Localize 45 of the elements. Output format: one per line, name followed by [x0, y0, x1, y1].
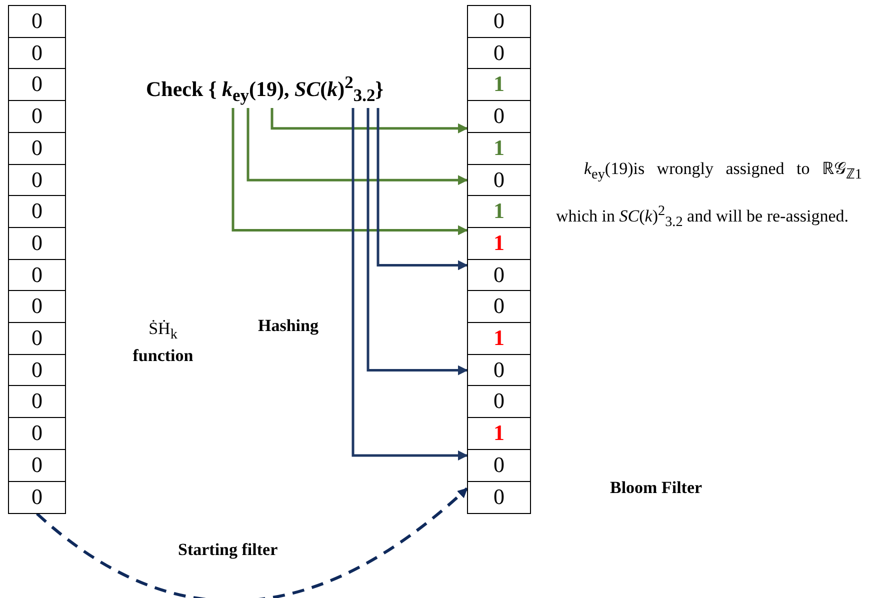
- array-cell: 0: [8, 5, 66, 38]
- array-cell: 1: [467, 322, 531, 356]
- array-cell: 0: [8, 417, 66, 450]
- arrow: [270, 108, 468, 134]
- array-cell: 0: [8, 100, 66, 134]
- array-cell: 0: [8, 448, 66, 482]
- array-cell: 0: [467, 385, 531, 419]
- hashing-label: Hashing: [258, 316, 320, 336]
- array-cell: 0: [467, 290, 531, 324]
- array-cell: 0: [467, 100, 531, 134]
- array-cell: 0: [8, 164, 66, 197]
- array-cell: 0: [8, 68, 66, 102]
- array-cell: 0: [467, 164, 531, 197]
- arrow: [232, 108, 468, 236]
- array-cell: 0: [8, 226, 66, 260]
- arrow: [36, 487, 468, 598]
- array-cell: 1: [467, 195, 531, 228]
- annotation-note: k$_{ey}$(19)is wrongly assigned to ℝ𝒢$_{ℤ1}$ which in SC(k)$^{2}$$_{3.2}$ and will be re-assigned.: [556, 158, 862, 232]
- array-cell: 0: [8, 480, 66, 514]
- array-cell: 0: [467, 480, 531, 514]
- function-label: ṠḢ$_{k}$ function: [132, 318, 194, 368]
- arrow: [246, 108, 468, 186]
- array-cell: 1: [467, 132, 531, 165]
- array-cell: 1: [467, 417, 531, 450]
- arrow: [376, 108, 468, 270]
- arrow: [366, 108, 468, 376]
- check-expression: Check { k$_{ey}$(19), SC(k)$^{2}$$_{3.2}$}: [146, 72, 446, 108]
- array-cell: 1: [467, 226, 531, 260]
- array-cell: 0: [467, 5, 531, 38]
- array-cell: 0: [8, 132, 66, 165]
- array-cell: 0: [8, 36, 66, 70]
- array-cell: 1: [467, 68, 531, 102]
- arrow: [352, 108, 468, 460]
- array-cell: 0: [467, 36, 531, 70]
- array-cell: 0: [467, 354, 531, 387]
- array-cell: 0: [8, 385, 66, 419]
- edge-label: Starting filter: [176, 540, 280, 560]
- array-cell: 0: [8, 290, 66, 324]
- array-cell: 0: [8, 354, 66, 387]
- array-title: Bloom Filter: [610, 478, 704, 498]
- array-cell: 0: [467, 258, 531, 292]
- array-cell: 0: [8, 322, 66, 356]
- array-cell: 0: [8, 195, 66, 228]
- array-cell: 0: [467, 448, 531, 482]
- array-cell: 0: [8, 258, 66, 292]
